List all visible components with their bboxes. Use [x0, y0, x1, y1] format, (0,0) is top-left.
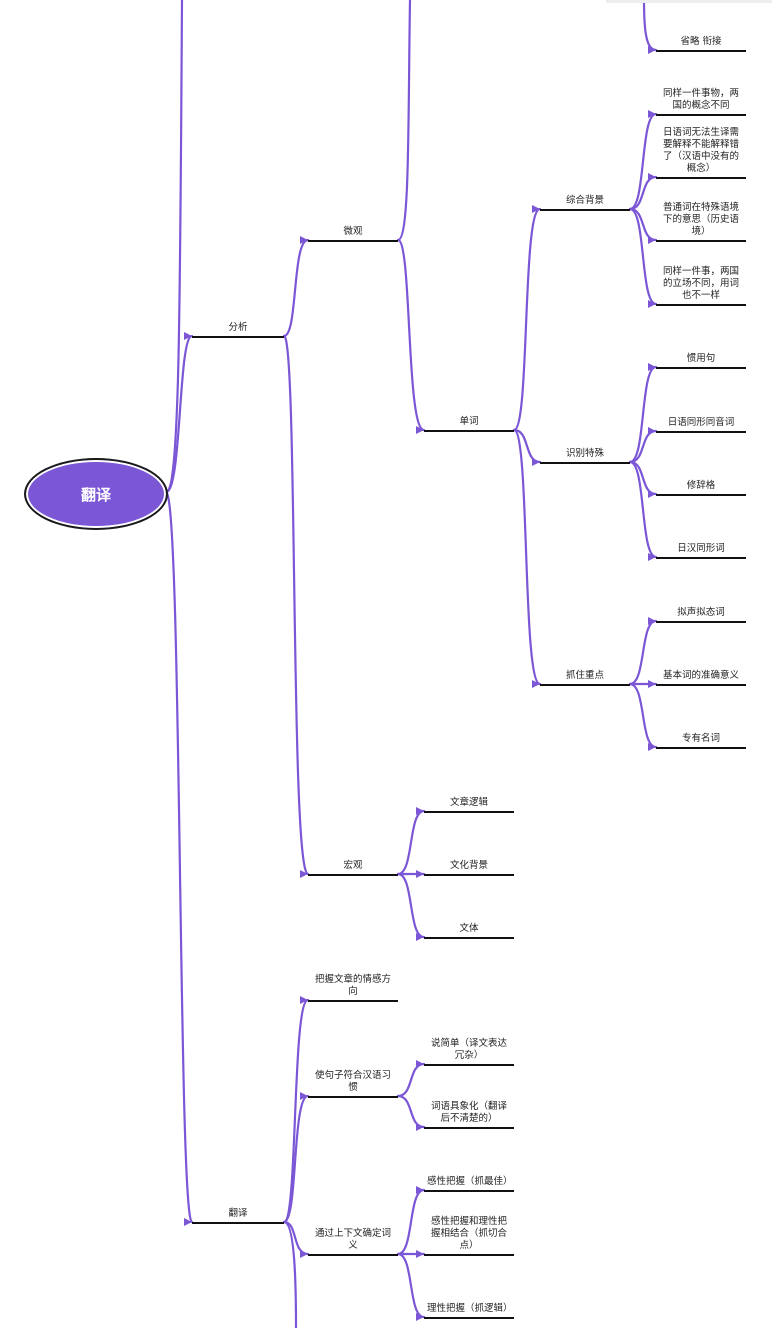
node-tongguo[interactable]: 通过上下文确定词义 — [308, 1226, 398, 1256]
node-shiju[interactable]: 使句子符合汉语习惯 — [308, 1068, 398, 1098]
node-zhuazhu[interactable]: 抓住重点 — [540, 666, 630, 686]
root-node[interactable]: 翻译 — [24, 458, 168, 530]
node-hongguan[interactable]: 宏观 — [308, 856, 398, 876]
node-wenti[interactable]: 文体 — [424, 919, 514, 939]
node-qinggan[interactable]: 把握文章的情感方向 — [308, 972, 398, 1002]
node-luoji[interactable]: 文章逻辑 — [424, 793, 514, 813]
node-putongci[interactable]: 普通词在特殊语境下的意思（历史语境） — [656, 200, 746, 242]
node-tongyang1[interactable]: 同样一件事物，两国的概念不同 — [656, 86, 746, 116]
node-guanyongju[interactable]: 惯用句 — [656, 349, 746, 369]
node-danci[interactable]: 单词 — [424, 412, 514, 432]
node-lixing[interactable]: 理性把握（抓逻辑） — [424, 1289, 514, 1319]
node-fenxi[interactable]: 分析 — [192, 318, 284, 338]
node-nisheng[interactable]: 拟声拟态词 — [656, 603, 746, 623]
node-ganxing[interactable]: 感性把握（抓最佳） — [424, 1162, 514, 1192]
node-xiuci[interactable]: 修辞格 — [656, 476, 746, 496]
node-shibie[interactable]: 识别特殊 — [540, 444, 630, 464]
node-shuojian[interactable]: 说简单（译文表达冗杂） — [424, 1036, 514, 1066]
node-zhuanyou[interactable]: 专有名词 — [656, 729, 746, 749]
node-jiehe[interactable]: 感性把握和理性把握相结合（抓切合点） — [424, 1214, 514, 1256]
node-jiben[interactable]: 基本词的准确意义 — [656, 666, 746, 686]
node-weiguan[interactable]: 微观 — [308, 222, 398, 242]
node-fanyi[interactable]: 翻译 — [192, 1204, 284, 1224]
node-wenhua[interactable]: 文化背景 — [424, 856, 514, 876]
node-ciyu[interactable]: 词语具象化（翻译后不清楚的） — [424, 1099, 514, 1129]
node-tongyang2[interactable]: 同样一件事，两国的立场不同，用词也不一样 — [656, 264, 746, 306]
node-riyuci[interactable]: 日语词无法生译需要解释不能解释错了（汉语中没有的概念） — [656, 125, 746, 179]
node-tongxing-yin[interactable]: 日语同形同音词 — [656, 413, 746, 433]
node-rihan[interactable]: 日汉同形词 — [656, 539, 746, 559]
node-zonghe[interactable]: 综合背景 — [540, 191, 630, 211]
canvas-edge — [606, 0, 772, 3]
node-shenglue[interactable]: 省略 衔接 — [656, 32, 746, 52]
